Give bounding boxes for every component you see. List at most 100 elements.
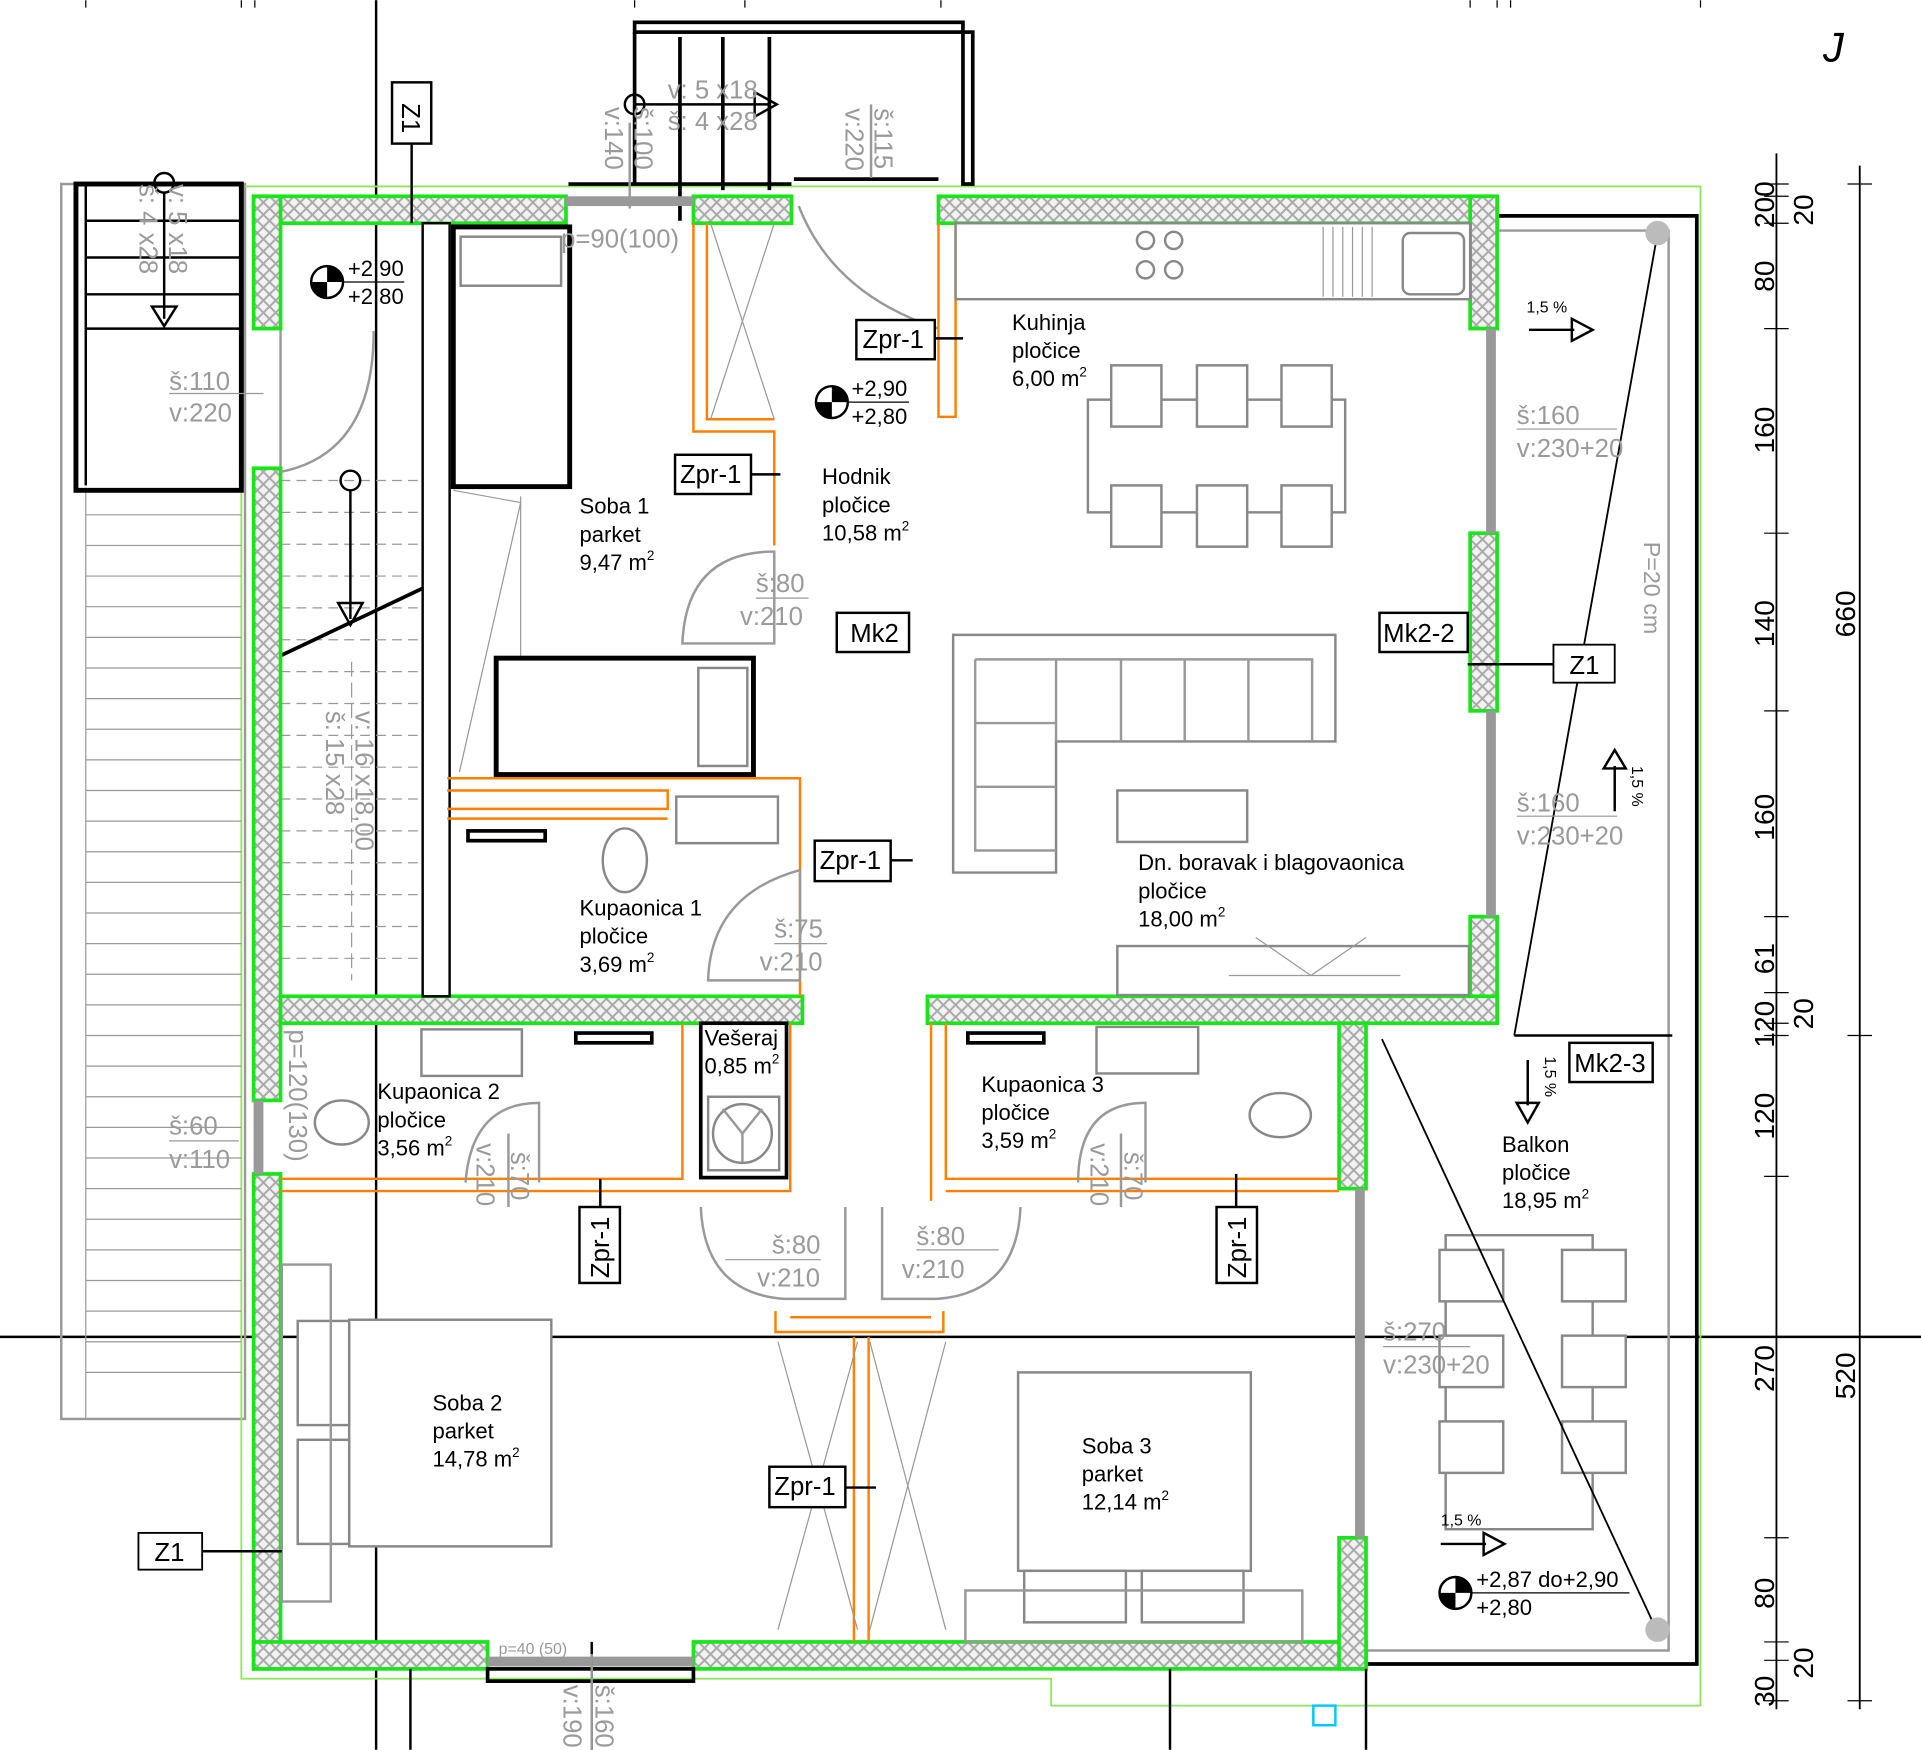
svg-text:š:160: š:160 — [589, 1685, 617, 1748]
svg-text:Zpr-1: Zpr-1 — [774, 1473, 835, 1501]
svg-text:p=40 (50): p=40 (50) — [499, 1641, 568, 1658]
level-symbols — [309, 264, 1630, 1611]
tag-z1-left: Z1 — [137, 1531, 204, 1571]
svg-text:0,85 m2: 0,85 m2 — [704, 1052, 779, 1079]
svg-text:12,14 m2: 12,14 m2 — [1082, 1488, 1169, 1515]
entrance-stairs-left — [73, 171, 244, 493]
svg-text:P=20 cm: P=20 cm — [1639, 542, 1665, 634]
svg-text:v:140: v:140 — [599, 107, 627, 170]
svg-text:š:80: š:80 — [916, 1223, 965, 1251]
tag-mk2-3: Mk2-3 — [1568, 1041, 1654, 1084]
svg-text:20: 20 — [1787, 1647, 1819, 1678]
tag-zpr1-kitchen: Zpr-1 — [855, 318, 936, 361]
svg-text:80: 80 — [1748, 1578, 1780, 1609]
svg-text:v:230+20: v:230+20 — [1517, 822, 1624, 850]
tag-leaders — [202, 143, 1554, 1553]
svg-text:š:75: š:75 — [774, 915, 823, 943]
svg-text:120: 120 — [1748, 1001, 1780, 1048]
svg-text:160: 160 — [1748, 407, 1780, 454]
svg-text:Kuhinja: Kuhinja — [1012, 310, 1086, 335]
svg-text:š:100: š:100 — [629, 107, 657, 170]
svg-text:š: 15 x28: š: 15 x28 — [320, 711, 348, 815]
svg-text:+2,90: +2,90 — [348, 256, 404, 281]
tag-mk2: Mk2 — [835, 611, 911, 654]
doors — [280, 205, 1147, 1630]
svg-text:14,78 m2: 14,78 m2 — [432, 1445, 519, 1472]
stair-labels: v: 5 x18 š: 4 x28 v: 5 x18 š: 4 x28 v: 1… — [134, 76, 758, 851]
svg-text:Z1: Z1 — [154, 1539, 184, 1567]
partitions — [280, 223, 1340, 1642]
svg-text:š:160: š:160 — [1517, 789, 1580, 817]
svg-text:1,5 %: 1,5 % — [1628, 766, 1645, 807]
svg-text:v:220: v:220 — [839, 108, 867, 171]
tag-zpr1-hall: Zpr-1 — [673, 453, 753, 496]
svg-text:+2,80: +2,80 — [851, 404, 907, 429]
svg-text:270: 270 — [1748, 1345, 1780, 1392]
svg-text:v:210: v:210 — [757, 1265, 820, 1293]
svg-text:Mk2-3: Mk2-3 — [1574, 1050, 1645, 1078]
svg-text:1,5 %: 1,5 % — [1527, 300, 1568, 317]
tag-zpr1-bath: Zpr-1 — [813, 839, 892, 883]
tag-z1-top: Z1 — [390, 81, 433, 145]
vertical-opening-labels: v:140 š:100 v:220 š:115 v:210 š:70 v:210… — [471, 104, 1147, 1750]
svg-text:9,47 m2: 9,47 m2 — [579, 548, 654, 575]
svg-text:pločice: pločice — [981, 1100, 1050, 1125]
svg-text:pločice: pločice — [822, 492, 891, 517]
svg-text:v: 16 x18,00: v: 16 x18,00 — [349, 711, 377, 851]
svg-text:v:210: v:210 — [760, 949, 823, 977]
svg-text:+2,80: +2,80 — [348, 284, 404, 309]
svg-text:š:115: š:115 — [869, 108, 897, 169]
svg-text:+2,87 do+2,90: +2,87 do+2,90 — [1476, 1567, 1618, 1592]
site-outlines — [60, 182, 1702, 1707]
svg-text:š: 4 x28: š: 4 x28 — [134, 184, 162, 274]
svg-text:š:80: š:80 — [772, 1232, 821, 1260]
svg-text:61: 61 — [1748, 943, 1780, 974]
svg-text:1,5 %: 1,5 % — [1541, 1056, 1558, 1097]
svg-text:Balkon: Balkon — [1502, 1132, 1569, 1157]
svg-text:Soba 2: Soba 2 — [432, 1390, 502, 1415]
tag-zpr1-vertical-left: Zpr-1 — [578, 1205, 622, 1285]
svg-text:Zpr-1: Zpr-1 — [820, 847, 881, 875]
svg-text:v:210: v:210 — [902, 1256, 965, 1284]
svg-text:v:230+20: v:230+20 — [1517, 435, 1624, 463]
svg-text:200: 200 — [1748, 181, 1780, 228]
svg-text:pločice: pločice — [1012, 338, 1081, 363]
svg-text:Soba 3: Soba 3 — [1082, 1433, 1152, 1458]
svg-text:3,69 m2: 3,69 m2 — [579, 950, 654, 977]
svg-text:Zpr-1: Zpr-1 — [587, 1217, 615, 1278]
svg-text:pločice: pločice — [579, 924, 648, 949]
svg-text:660: 660 — [1829, 590, 1861, 637]
svg-text:v:230+20: v:230+20 — [1383, 1352, 1490, 1380]
svg-text:v:110: v:110 — [169, 1146, 230, 1174]
entrance-stairs-top — [568, 20, 975, 221]
svg-text:Mk2-2: Mk2-2 — [1383, 620, 1454, 648]
svg-text:Kupaonica 2: Kupaonica 2 — [377, 1079, 500, 1104]
svg-text:Zpr-1: Zpr-1 — [680, 461, 741, 489]
svg-text:Z1: Z1 — [396, 103, 424, 133]
svg-text:š:70: š:70 — [1119, 1152, 1147, 1201]
svg-text:v:210: v:210 — [471, 1143, 499, 1206]
walls — [251, 194, 1499, 1671]
svg-text:š:160: š:160 — [1517, 402, 1580, 430]
svg-text:20: 20 — [1787, 194, 1819, 225]
svg-text:š:60: š:60 — [169, 1113, 218, 1141]
dimension-lines — [1764, 153, 1872, 1710]
svg-text:30: 30 — [1748, 1676, 1780, 1707]
svg-text:š:110: š:110 — [169, 368, 230, 396]
slope-arrows — [1440, 316, 1628, 1557]
svg-text:6,00 m2: 6,00 m2 — [1012, 364, 1087, 391]
svg-text:1,5 %: 1,5 % — [1441, 1513, 1482, 1530]
svg-text:140: 140 — [1748, 600, 1780, 647]
svg-text:pločice: pločice — [377, 1107, 446, 1132]
svg-text:š: 4 x28: š: 4 x28 — [668, 108, 758, 136]
tag-z1-right: Z1 — [1552, 643, 1616, 684]
svg-text:Zpr-1: Zpr-1 — [1224, 1217, 1252, 1278]
